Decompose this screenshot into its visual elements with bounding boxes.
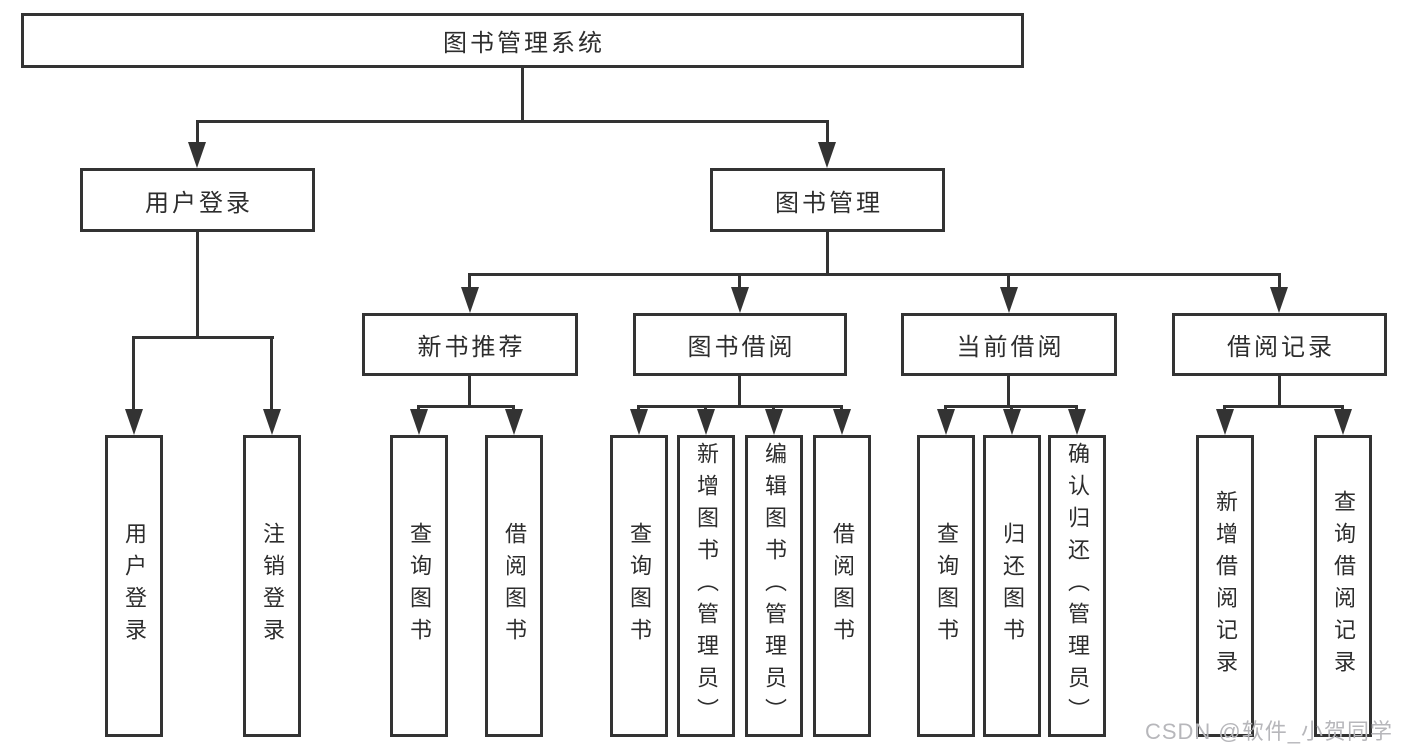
connector-drop-nb-borrow: [512, 405, 515, 411]
connector-drop-leaf-logout: [270, 336, 273, 411]
connector-drop-user-login: [196, 120, 199, 144]
node-borrow-records-label: 借阅记录: [1227, 334, 1335, 361]
leaf-current-query-books-label: 查询图书: [934, 522, 959, 650]
arrowhead-cb-confirm-icon: [1068, 409, 1086, 435]
node-user-login-label: 用户登录: [145, 189, 253, 217]
connector-drop-book-mgmt: [826, 120, 829, 144]
leaf-borrow-query-books: 查询图书: [610, 435, 668, 737]
leaf-current-return-books: 归还图书: [983, 435, 1041, 737]
node-new-book-recommend-label: 新书推荐: [417, 334, 526, 361]
connector-drop-borrow-records: [1278, 273, 1281, 289]
connector-bookmgmt-hline: [468, 273, 1281, 276]
connector-drop-bb-query: [637, 405, 640, 411]
leaf-records-add-record-label: 新增借阅记录: [1213, 490, 1238, 682]
leaf-current-return-books-label: 归还图书: [1000, 522, 1025, 650]
connector-root-hline: [196, 120, 829, 123]
connector-root-stem: [521, 68, 524, 123]
arrowhead-user-login-icon: [188, 142, 206, 168]
connector-drop-br-add: [1223, 405, 1226, 411]
arrowhead-leaf-logout-icon: [263, 409, 281, 435]
leaf-borrow-add-books-admin: 新增图书（管理员）: [677, 435, 735, 737]
leaf-logout: 注销登录: [243, 435, 301, 737]
node-borrow-records: 借阅记录: [1172, 313, 1387, 376]
leaf-current-query-books: 查询图书: [917, 435, 975, 737]
arrowhead-book-borrow-icon: [731, 287, 749, 313]
leaf-user-login-label: 用户登录: [122, 522, 147, 650]
connector-userlogin-hline: [132, 336, 274, 339]
leaf-newbook-borrow-books: 借阅图书: [485, 435, 543, 737]
leaf-newbook-borrow-books-label: 借阅图书: [502, 522, 527, 650]
arrowhead-nb-borrow-icon: [505, 409, 523, 435]
connector-drop-bb-edit: [772, 405, 775, 411]
node-book-management-label: 图书管理: [775, 189, 883, 217]
arrowhead-br-add-icon: [1216, 409, 1234, 435]
node-new-book-recommend: 新书推荐: [362, 313, 578, 376]
node-current-borrow-label: 当前借阅: [956, 334, 1065, 361]
node-user-login: 用户登录: [80, 168, 315, 232]
connector-drop-cb-query: [944, 405, 947, 411]
leaf-records-add-record: 新增借阅记录: [1196, 435, 1254, 737]
arrowhead-br-query-icon: [1334, 409, 1352, 435]
arrowhead-bb-add-icon: [697, 409, 715, 435]
leaf-borrow-edit-books-admin-label: 编辑图书（管理员）: [762, 442, 787, 730]
arrowhead-new-books-icon: [461, 287, 479, 313]
leaf-borrow-add-books-admin-label: 新增图书（管理员）: [694, 442, 719, 730]
connector-drop-br-query: [1341, 405, 1344, 411]
connector-userlogin-stem: [196, 232, 199, 339]
connector-bookborrow-stem: [738, 376, 741, 408]
connector-currentborrow-stem: [1007, 376, 1010, 408]
arrowhead-nb-query-icon: [410, 409, 428, 435]
connector-drop-current-borrow: [1007, 273, 1010, 289]
connector-drop-bb-add: [704, 405, 707, 411]
arrowhead-book-mgmt-icon: [818, 142, 836, 168]
leaf-records-query-record: 查询借阅记录: [1314, 435, 1372, 737]
leaf-newbook-query-books-label: 查询图书: [407, 522, 432, 650]
leaf-current-confirm-return-admin: 确认归还（管理员）: [1048, 435, 1106, 737]
leaf-records-query-record-label: 查询借阅记录: [1331, 490, 1356, 682]
node-book-management: 图书管理: [710, 168, 945, 232]
leaf-borrow-borrow-books-label: 借阅图书: [830, 522, 855, 650]
leaf-newbook-query-books: 查询图书: [390, 435, 448, 737]
csdn-watermark: CSDN @软件_小贺同学: [1144, 719, 1393, 744]
leaf-borrow-query-books-label: 查询图书: [627, 522, 652, 650]
node-root-system: 图书管理系统: [21, 13, 1024, 68]
arrowhead-bb-edit-icon: [765, 409, 783, 435]
connector-drop-leaf-login: [132, 336, 135, 411]
connector-bookborrow-hline: [637, 405, 843, 408]
arrowhead-borrow-records-icon: [1270, 287, 1288, 313]
node-book-borrow: 图书借阅: [633, 313, 847, 376]
arrowhead-bb-borrow-icon: [833, 409, 851, 435]
leaf-user-login: 用户登录: [105, 435, 163, 737]
leaf-borrow-borrow-books: 借阅图书: [813, 435, 871, 737]
arrowhead-leaf-login-icon: [125, 409, 143, 435]
connector-drop-cb-return: [1010, 405, 1013, 411]
arrowhead-current-borrow-icon: [1000, 287, 1018, 313]
connector-drop-book-borrow: [738, 273, 741, 289]
connector-bookmgmt-stem: [826, 232, 829, 276]
connector-newbooks-stem: [468, 376, 471, 408]
connector-borrowrecords-hline: [1223, 405, 1344, 408]
node-root-label: 图书管理系统: [443, 30, 605, 57]
leaf-current-confirm-return-admin-label: 确认归还（管理员）: [1065, 442, 1090, 730]
connector-drop-bb-borrow: [840, 405, 843, 411]
connector-drop-nb-query: [417, 405, 420, 411]
arrowhead-bb-query-icon: [630, 409, 648, 435]
connector-borrowrecords-stem: [1278, 376, 1281, 408]
arrowhead-cb-query-icon: [937, 409, 955, 435]
connector-drop-new-books: [468, 273, 471, 289]
arrowhead-cb-return-icon: [1003, 409, 1021, 435]
node-book-borrow-label: 图书借阅: [687, 334, 796, 361]
connector-drop-cb-confirm: [1075, 405, 1078, 411]
node-current-borrow: 当前借阅: [901, 313, 1117, 376]
connector-newbooks-hline: [417, 405, 515, 408]
leaf-logout-label: 注销登录: [260, 522, 285, 650]
leaf-borrow-edit-books-admin: 编辑图书（管理员）: [745, 435, 803, 737]
